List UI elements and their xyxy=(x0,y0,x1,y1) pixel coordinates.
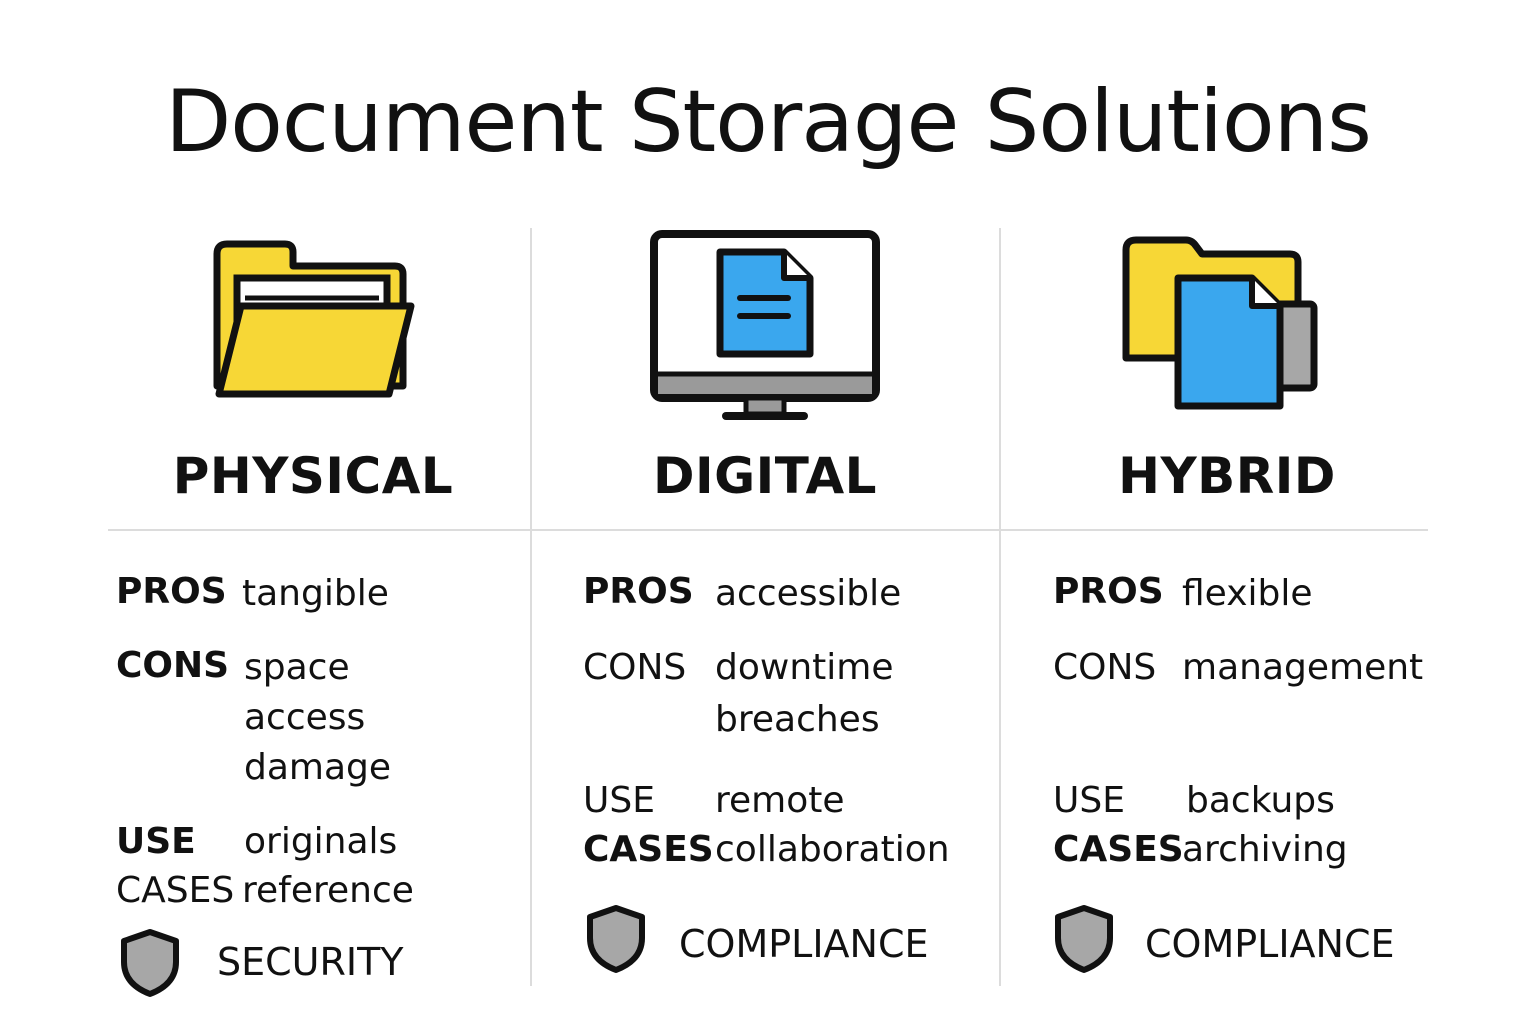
use-case-value: reference xyxy=(242,870,414,911)
column-divider xyxy=(530,228,532,986)
pros-label: PROS xyxy=(116,571,227,612)
use-case-value: collaboration xyxy=(715,829,950,870)
use-cases-label: USE xyxy=(116,821,196,862)
column-title-digital: DIGITAL xyxy=(652,447,878,505)
column-divider xyxy=(999,228,1001,986)
folder-icon xyxy=(205,236,425,406)
column-title-hybrid: HYBRID xyxy=(1118,447,1336,505)
use-cases-label: CASES xyxy=(1053,829,1184,870)
badge-label: COMPLIANCE xyxy=(1145,922,1395,966)
cons-label: CONS xyxy=(116,645,230,686)
cons-value: breaches xyxy=(715,699,880,740)
pros-value: accessible xyxy=(715,573,902,614)
shield-icon xyxy=(1053,904,1115,978)
page-title: Document Storage Solutions xyxy=(165,72,1372,172)
use-case-value: backups xyxy=(1186,780,1335,821)
header-divider xyxy=(108,529,1428,531)
use-case-value: archiving xyxy=(1182,829,1348,870)
badge-label: SECURITY xyxy=(217,940,404,984)
badge-label: COMPLIANCE xyxy=(679,922,929,966)
cons-label: CONS xyxy=(1053,647,1157,688)
pros-label: PROS xyxy=(1053,571,1164,612)
shield-icon xyxy=(119,928,181,1002)
cons-value: damage xyxy=(244,747,392,788)
cons-label: CONS xyxy=(583,647,687,688)
shield-icon xyxy=(585,904,647,978)
folder-document-icon xyxy=(1120,234,1320,412)
pros-label: PROS xyxy=(583,571,694,612)
use-case-value: remote xyxy=(715,780,845,821)
use-case-value: originals xyxy=(244,821,398,862)
use-cases-label: USE xyxy=(583,780,655,821)
use-cases-label: CASES xyxy=(116,870,235,911)
pros-value: flexible xyxy=(1182,573,1313,614)
use-cases-label: USE xyxy=(1053,780,1125,821)
cons-value: downtime xyxy=(715,647,894,688)
monitor-document-icon xyxy=(648,228,882,424)
use-cases-label: CASES xyxy=(583,829,714,870)
column-title-physical: PHYSICAL xyxy=(172,447,454,505)
cons-value: management xyxy=(1182,647,1424,688)
cons-value: space xyxy=(244,647,350,688)
cons-value: access xyxy=(244,697,366,738)
pros-value: tangible xyxy=(242,573,389,614)
